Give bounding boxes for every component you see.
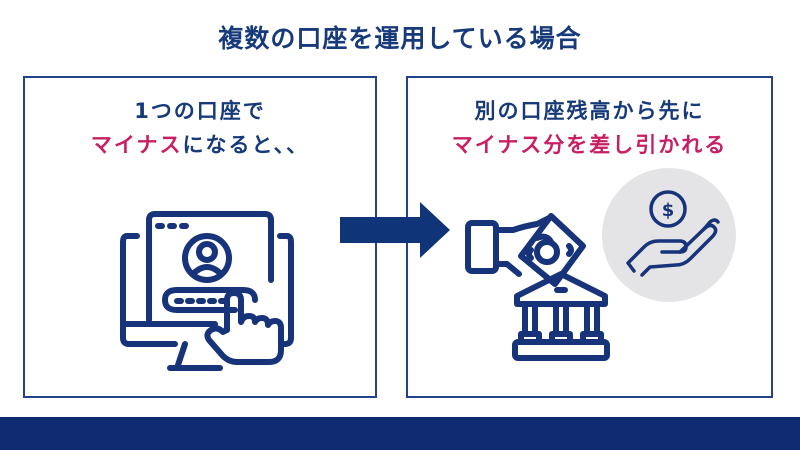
left-caption-highlight: マイナス bbox=[90, 133, 183, 157]
left-panel: 1つの口座で マイナスになると、、 bbox=[23, 76, 377, 398]
hand-money-bank-icon bbox=[465, 213, 610, 361]
right-caption-line2: マイナス分を差し引かれる bbox=[451, 133, 728, 157]
left-panel-caption: 1つの口座で マイナスになると、、 bbox=[25, 94, 375, 162]
right-panel-caption: 別の口座残高から先に マイナス分を差し引かれる bbox=[408, 94, 771, 162]
left-caption-line1: 1つの口座で bbox=[134, 99, 266, 123]
page-title: 複数の口座を運用している場合 bbox=[218, 24, 582, 53]
left-caption-rest: になると、、 bbox=[182, 133, 310, 157]
svg-text:$: $ bbox=[662, 200, 675, 221]
right-arrow-icon bbox=[340, 202, 450, 258]
hand-dollar-coin-icon: $ bbox=[602, 168, 736, 302]
computer-login-touch-icon bbox=[120, 211, 294, 371]
left-caption-line2: マイナスになると、、 bbox=[25, 128, 375, 162]
footer-band bbox=[0, 417, 800, 450]
right-caption-line1: 別の口座残高から先に bbox=[474, 99, 705, 123]
